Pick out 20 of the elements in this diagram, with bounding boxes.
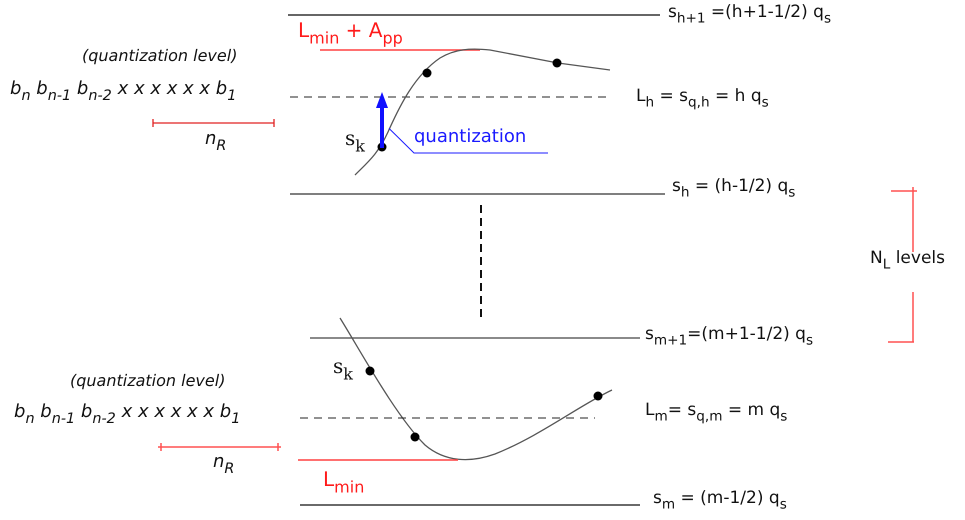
upward-arrow (375, 92, 389, 148)
level-label: L$_{min}$ (323, 467, 364, 497)
annotation-text: quantization (414, 124, 526, 150)
bit-count-label: n$_{R}$ (205, 128, 226, 156)
sample-label: s$_{k}$ (333, 354, 353, 384)
level-count-label: N$_{L}$ levels (870, 248, 945, 273)
caption-text: (quantization level) (70, 371, 226, 390)
level-formula: s$_{m}$ = (m-1/2) q$_{s}$ (653, 488, 787, 513)
level-formula: L$_{h}$ = s$_{q,h}$ = h q$_{s}$ (636, 86, 769, 111)
level-formula: L$_{m}$= s$_{q,m}$ = m q$_{s}$ (645, 400, 788, 425)
caption-text: (quantization level) (82, 46, 238, 66)
sample-label: s$_{k}$ (345, 126, 365, 156)
level-label: L$_{min}$ + A$_{pp}$ (298, 18, 403, 48)
level-formula: s$_{m+1}$=(m+1-1/2) q$_{s}$ (645, 324, 814, 349)
bit-sequence: b$_{n}$ b$_{n-1}$ b$_{n-2}$ x x x x x x b$_{1}$ (10, 78, 236, 106)
level-formula: s$_{h}$ = (h-1/2) q$_{s}$ (672, 176, 796, 201)
leader-line (388, 128, 548, 154)
bit-sequence: b$_{n}$ b$_{n-1}$ b$_{n-2}$ x x x x x x b$_{1}$ (14, 401, 240, 428)
level-formula: s$_{h+1}$ =(h+1-1/2) q$_{s}$ (668, 2, 832, 27)
bit-count-label: n$_{R}$ (213, 451, 234, 478)
